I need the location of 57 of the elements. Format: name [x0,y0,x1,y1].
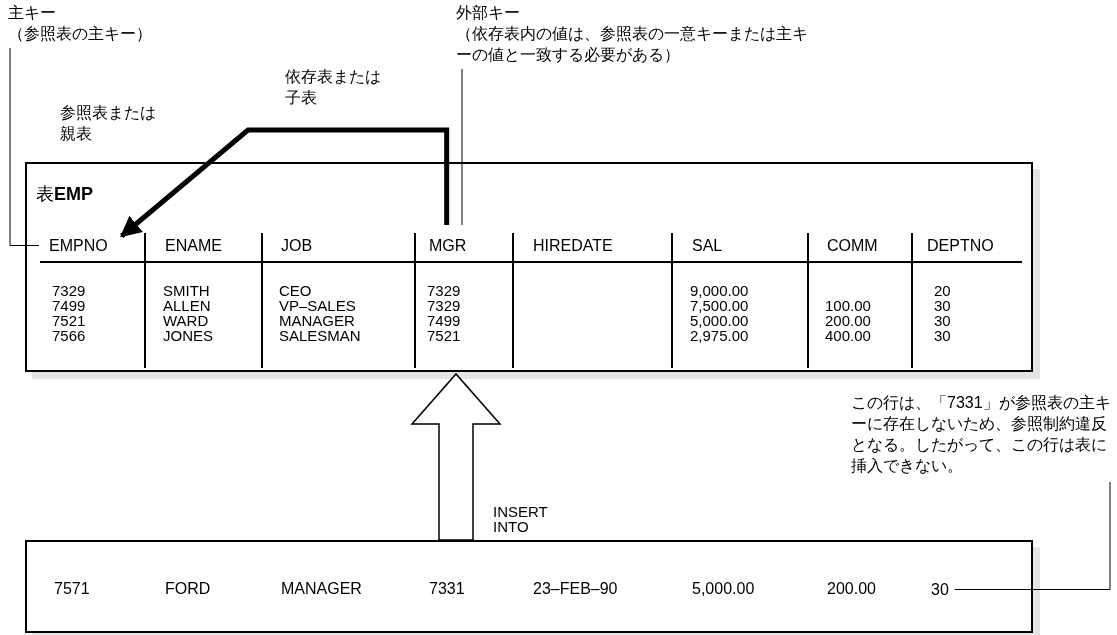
cell-value: 2,975.00 [690,328,749,343]
cell-value: 400.00 [825,328,871,343]
column-header: COMM [827,235,878,256]
cell-value: 7499 [52,298,86,313]
cell-value: 7,500.00 [690,298,749,313]
cell-value: FORD [165,579,211,599]
cell-value: 30 [931,579,949,600]
arrow [120,127,450,238]
cell-value: 7571 [54,579,90,599]
annotation-text: 参照表または親表 [60,103,157,144]
cell-value: 20 [934,283,951,298]
cell-value: 100.00 [825,298,871,313]
cell-value: MANAGER [281,579,362,599]
cell-value: 7329 [427,298,461,313]
cell-value: 7329 [427,283,461,298]
column-header: SAL [692,235,723,256]
callout-text: （依存表内の値は、参照表の一意キーまたは主キーの値と一致する必要がある） [456,24,809,65]
cell-value: CEO [279,283,312,298]
cell-value: ALLEN [163,298,211,313]
leader-line [954,481,1111,590]
cell-value: VP–SALES [279,298,356,313]
cell-value: 7566 [52,328,86,343]
cell-value: 30 [934,328,951,343]
edge-label: INSERT INTO [493,504,549,534]
cell-value: WARD [163,313,209,328]
column-header: ENAME [165,235,222,256]
cell-value: MANAGER [279,313,355,328]
callout-text: 主キー [8,3,57,23]
cell-value: SALESMAN [279,328,361,343]
column-header: HIREDATE [533,235,613,256]
cell-value: 200.00 [827,579,876,599]
cell-value: JONES [163,328,213,343]
cell-value: 7521 [427,328,461,343]
table-title: 表EMP [36,184,93,205]
cell-value: 7329 [52,283,86,298]
cell-value: 5,000.00 [690,313,749,328]
callout-text: 外部キー [456,3,521,23]
block-arrow [410,372,502,541]
cell-value: 9,000.00 [690,283,749,298]
cell-value: 7331 [429,579,465,599]
cell-value: 23–FEB–90 [533,579,618,599]
cell-value: 7499 [427,313,461,328]
leader-line [461,68,463,226]
note-text: この行は、「7331」が参照表の主キーに存在しないため、参照制約違反となる。したがって、この行は表に挿入できない。 [851,393,1112,476]
cell-value: SMITH [163,283,210,298]
column-header: MGR [429,235,467,256]
cell-value: 7521 [52,313,86,328]
cell-value: 30 [934,313,951,328]
column-header: DEPTNO [927,235,994,256]
leader-line [9,47,40,246]
annotation-text: 依存表または子表 [285,67,382,108]
cell-value: 5,000.00 [692,579,755,599]
callout-text: （参照表の主キー） [8,24,153,44]
cell-value: 200.00 [825,313,871,328]
column-header: JOB [281,235,313,256]
cell-value: 30 [934,298,951,313]
column-header: EMPNO [49,235,108,256]
